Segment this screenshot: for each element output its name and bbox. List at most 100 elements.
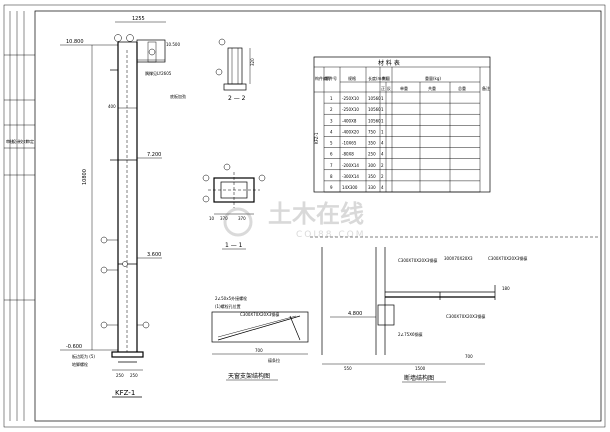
table-cell: 10560 (368, 107, 381, 112)
section-1-1: 10 370 370 1 — 1 (202, 163, 266, 250)
title-block: 审核 设计 校对 审定 (4, 11, 35, 421)
section-11-dim-2: 370 (220, 216, 228, 221)
title-block-cell-1: 审核 (6, 138, 14, 144)
table-cell: 3 (330, 118, 333, 123)
table-cell: 4 (381, 185, 384, 190)
table-title: 材 料 表 (378, 59, 400, 67)
table-cell: 5 (330, 141, 333, 146)
table-cell: -250X10 (342, 96, 359, 101)
table-header-length: 长度(mm) (368, 75, 387, 81)
table-sub-total: 共重 (428, 85, 436, 91)
table-cell: 2 (330, 107, 333, 112)
wall-structure: C300X70X20X3钢檩 300X70X20X3 C300X70X20X3钢… (310, 236, 600, 383)
watermark-text: 土木在线 (268, 200, 364, 228)
column-part-bubbles (100, 34, 156, 329)
table-cell: 1 (381, 129, 384, 134)
section-22-title: 2 — 2 (228, 95, 246, 102)
table-cell: 4 (381, 141, 384, 146)
table-cell: -200X14 (342, 163, 359, 168)
column-bottom-dim-1: 250 (116, 373, 124, 378)
column-title: KFZ-1 (115, 389, 135, 397)
table-header-qty: 数量 (382, 75, 390, 81)
table-cell: -400X20 (342, 129, 359, 134)
table-cell: 7 (330, 163, 333, 168)
skylight-note-2: (1)螺栓孔位置 (215, 303, 241, 309)
table-cell: -400X8 (342, 118, 357, 123)
table-sub-unit: 单重 (400, 85, 408, 91)
table-header-weight: 重量(kg) (425, 75, 441, 81)
wall-label-3: C300X70X20X3钢檩 (488, 255, 527, 261)
level-7200: 7.200 (147, 152, 161, 158)
section-11-dim-1: 10 (209, 216, 215, 221)
column-bottom-dim-2: 250 (130, 373, 138, 378)
material-table: 材 料 表 构件编号 零件号 规格 长度(mm) 数量 重量(kg) 正 反 单… (313, 56, 491, 193)
table-cell: 6 (330, 152, 333, 157)
table-cell: 350 (368, 174, 376, 179)
column-top-dim: 1255 (132, 16, 145, 22)
column-dim-400: 400 (108, 104, 116, 109)
table-header-spec: 规格 (348, 75, 356, 81)
table-cell: 10560 (368, 96, 381, 101)
wall-dim-1500: 1500 (415, 366, 426, 371)
level-3600: 3.600 (147, 252, 161, 258)
table-header-member: 构件编号 (315, 75, 331, 81)
table-cell: 350 (368, 141, 376, 146)
column-top-small-dim: 10.500 (166, 42, 180, 47)
wall-level: 4.800 (348, 311, 362, 317)
table-cell: -80X8 (342, 152, 354, 157)
wall-label-2: 300X70X20X3 (444, 256, 473, 261)
table-header-part: 零件号 (325, 75, 337, 81)
watermark: 土木在线 COI88.COM (223, 200, 364, 240)
outer-frame (3, 4, 606, 428)
skylight-beam-label: C300X70X20X3钢檩 (240, 311, 279, 317)
wall-dim-180: 180 (502, 286, 510, 291)
inner-frame (34, 10, 602, 422)
table-cell: 14X300 (342, 185, 358, 190)
table-sub-fan: 反 (387, 85, 391, 91)
title-block-cell-2: 设计 (12, 138, 20, 144)
table-sub-remark: 备注 (482, 85, 490, 91)
table-cell: 750 (368, 129, 376, 134)
skylight-base-label: 檩条拉 (268, 357, 280, 363)
wall-dim-700: 700 (465, 354, 473, 359)
table-cell: 1 (381, 118, 384, 123)
table-cell: 250 (368, 152, 376, 157)
level-10800: 10.800 (66, 39, 84, 45)
title-block-cell-3: 校对 (19, 138, 27, 144)
table-member: KFZ-1 (314, 132, 319, 144)
table-cell: 4 (330, 129, 333, 134)
table-sub-grand: 总重 (458, 85, 466, 91)
skylight-dim: 700 (255, 348, 263, 353)
table-cell: 4 (381, 152, 384, 157)
column-height-dim: 10800 (82, 169, 88, 185)
table-cell: -300X14 (342, 174, 359, 179)
table-sub-zheng: 正 (381, 86, 385, 91)
skylight-note-1: 2∠50x5外接螺栓 (215, 295, 247, 301)
table-cell: -250X10 (342, 107, 359, 112)
wall-label-4: C300X70X20X3钢檩 (446, 313, 485, 319)
base-note-1: 板边距为 (5) (72, 353, 95, 359)
skylight-support: 2∠50x5外接螺栓 (1)螺栓孔位置 C300X70X20X3钢檩 700 檩… (211, 295, 309, 381)
section-11-title: 1 — 1 (225, 242, 243, 249)
level-minus-0600: -0.600 (66, 344, 82, 350)
table-cell: -10X65 (342, 141, 357, 146)
column-top-note: 隅撑见LY2605 (145, 70, 172, 76)
table-cell: 10560 (368, 118, 381, 123)
column-side-note: 底板加劲 (170, 93, 186, 99)
table-cell: 300 (368, 163, 376, 168)
table-cell: 8 (330, 174, 333, 179)
title-block-cell-4: 审定 (26, 138, 34, 144)
wall-label-5: 2∠75X6钢檩 (398, 331, 423, 337)
table-cell: 1 (381, 96, 384, 101)
table-cell: 2 (381, 163, 384, 168)
wall-label-1: C300X70X20X3钢檩 (398, 257, 437, 263)
wall-dim-550: 550 (344, 366, 352, 371)
section-2-2: 320 2 — 2 (215, 38, 255, 102)
table-cell: 1 (330, 96, 333, 101)
wall-title: 断墙结构图 (404, 374, 434, 382)
section-22-dim: 320 (250, 58, 255, 66)
base-note-2: 地脚螺栓 (72, 361, 88, 367)
table-cell: 1 (381, 107, 384, 112)
